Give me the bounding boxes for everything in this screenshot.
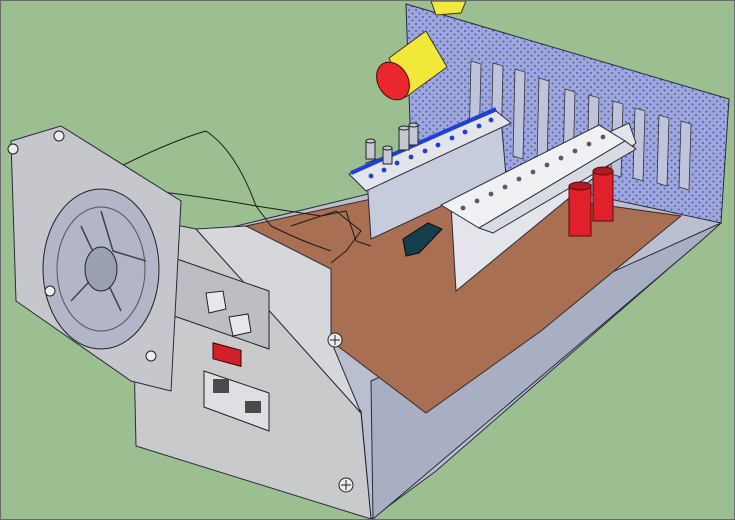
ic-chip-icon	[402, 222, 443, 257]
capacitor-icon	[568, 166, 614, 237]
small-capacitors	[365, 122, 419, 165]
front-panel	[130, 215, 372, 519]
heatsink-left	[348, 107, 512, 240]
voltage-selector-icon	[212, 342, 242, 367]
spotlight-icon	[376, 1, 467, 101]
cooling-fan-icon	[42, 188, 160, 350]
fan-housing	[7, 125, 182, 392]
screw-icon	[7, 130, 157, 362]
heatsink-right	[439, 122, 637, 293]
heatsink-right-holes	[460, 134, 606, 211]
panel-screws	[327, 332, 354, 493]
heatsink-holes	[368, 117, 494, 179]
power-switch-icon[interactable]	[203, 370, 270, 432]
